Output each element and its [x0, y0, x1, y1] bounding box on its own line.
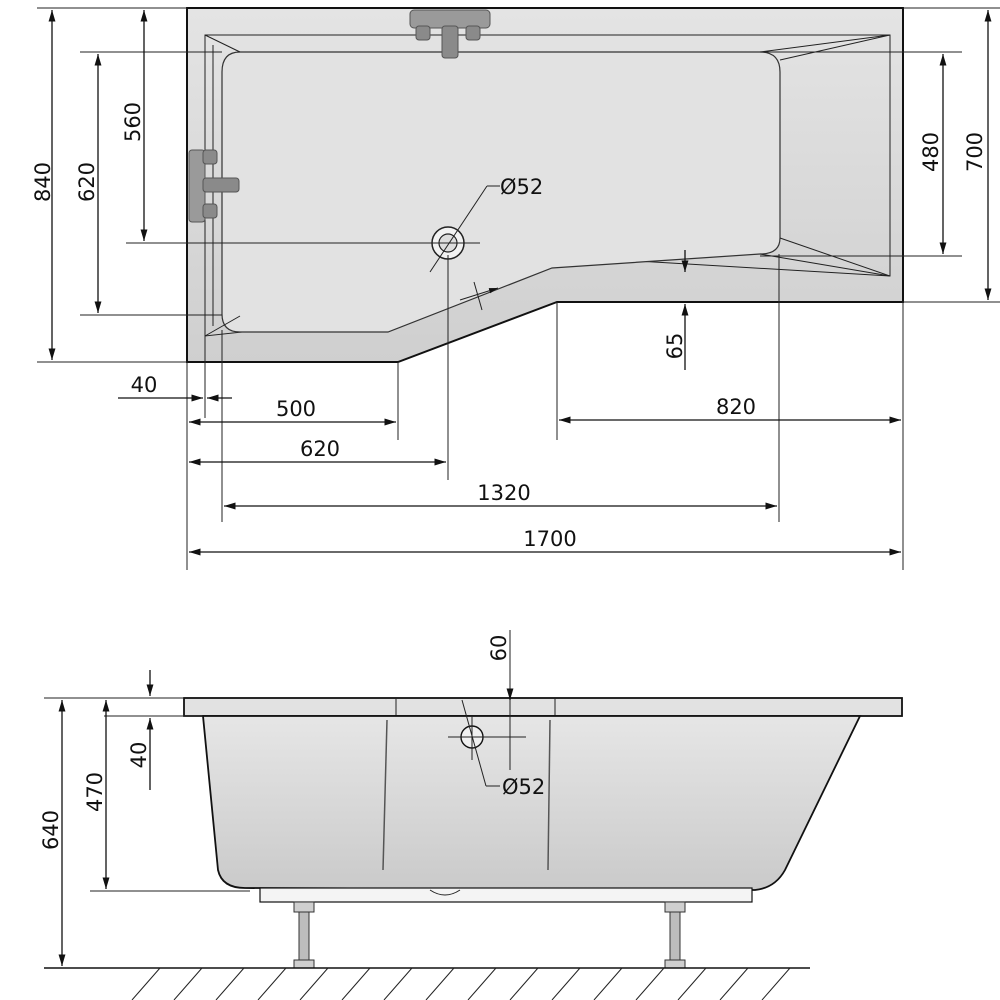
floor-hatch-line: [761, 967, 791, 1000]
top-view: [126, 7, 904, 363]
dim-tub-depth: 470: [83, 772, 107, 812]
floor-hatch-line: [173, 967, 203, 1000]
flow-mark: [459, 281, 499, 311]
dim-inner-width-left: 620: [75, 162, 99, 202]
dim-inner-width-right: 480: [919, 132, 943, 172]
tub-base-frame: [259, 887, 753, 903]
floor-hatch-line: [131, 967, 161, 1000]
dim-total-height: 640: [39, 810, 63, 850]
floor-hatch-line: [551, 967, 581, 1000]
floor-hatch-line: [257, 967, 287, 1000]
dim-total-length: 1700: [523, 527, 576, 551]
faucet-top-icon: [409, 9, 491, 59]
dim-drain-diameter: Ø52: [500, 175, 543, 199]
dim-right-width: 700: [963, 132, 987, 172]
dim-left-wide-part: 500: [276, 397, 316, 421]
dim-overflow-diameter: Ø52: [502, 775, 545, 799]
side-view-dimensions: 640 470 40 60 Ø52: [39, 630, 545, 966]
floor-hatch-line: [677, 967, 707, 1000]
drain-icon: [126, 185, 500, 273]
overflow-icon: [448, 699, 526, 787]
tub-body-side: [202, 715, 862, 891]
tub-basin: [221, 51, 781, 333]
top-view-dimensions: 840 620 560 700 480 65 40 500 820 620 13…: [31, 7, 1000, 570]
dim-total-width: 840: [31, 162, 55, 202]
dim-rim-thickness: 40: [127, 742, 151, 769]
floor-hatch-line: [425, 967, 455, 1000]
floor-hatch-line: [719, 967, 749, 1000]
dim-step: 65: [663, 333, 687, 360]
floor-hatch-line: [635, 967, 665, 1000]
tub-rim-side: [183, 697, 903, 717]
dim-drain-offset: 620: [300, 437, 340, 461]
floor-hatch-line: [593, 967, 623, 1000]
floor: [44, 967, 810, 1000]
floor-hatch-line: [341, 967, 371, 1000]
dim-rim-offset: 40: [131, 373, 158, 397]
floor-hatch-line: [215, 967, 245, 1000]
dim-overflow-from-rim: 60: [487, 635, 511, 662]
floor-hatch-line: [467, 967, 497, 1000]
leg-right-icon: [664, 901, 686, 969]
dim-right-narrow-part: 820: [716, 395, 756, 419]
leg-left-icon: [293, 901, 315, 969]
dim-drain-to-back: 560: [121, 102, 145, 142]
floor-hatch-line: [509, 967, 539, 1000]
side-view: [183, 697, 903, 969]
floor-hatch-line: [299, 967, 329, 1000]
faucet-side-icon: [188, 149, 240, 223]
dim-inner-length: 1320: [477, 481, 530, 505]
floor-hatch-line: [383, 967, 413, 1000]
